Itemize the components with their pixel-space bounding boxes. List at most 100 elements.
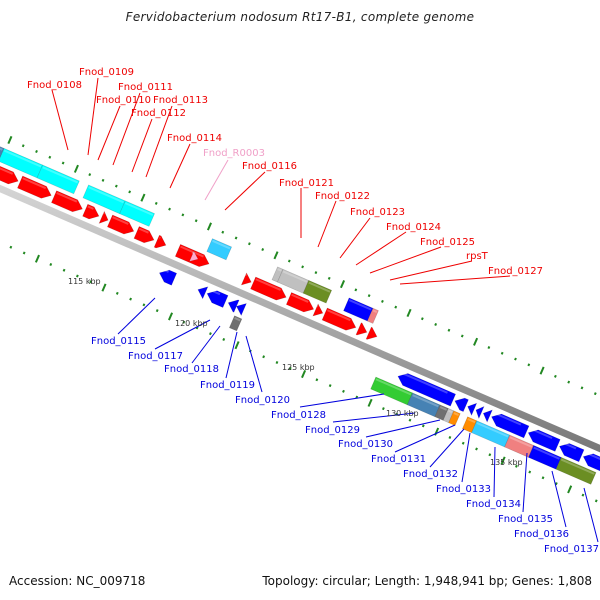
tick-minor [9, 245, 13, 249]
tick-minor [288, 366, 292, 370]
cds-forward-10 [250, 276, 287, 301]
tick-minor [128, 190, 132, 194]
backbone [0, 184, 600, 453]
tick-minor [262, 355, 266, 359]
tick-minor [287, 259, 291, 263]
feature-layer [0, 146, 600, 485]
tick-minor [21, 144, 25, 148]
cds-reverse-4 [236, 303, 247, 317]
gene-label-fnod-0127[interactable]: Fnod_0127 [488, 266, 543, 277]
gene-label-fnod-0137[interactable]: Fnod_0137 [544, 544, 599, 555]
tick-minor [554, 374, 557, 378]
cds-forward-4 [98, 210, 109, 224]
tick-minor [527, 363, 531, 367]
accession-text: Accession: NC_009718 [9, 574, 146, 588]
label-layer: Fnod_0108 Fnod_0109 Fnod_0110 Fnod_0111 … [27, 67, 599, 555]
cog-reverse-1-highlight [375, 378, 412, 396]
cds-reverse-7 [467, 402, 478, 416]
gene-label-fnod-0120[interactable]: Fnod_0120 [235, 395, 290, 406]
cog-forward-2-highlight [42, 166, 79, 184]
leader-forward-4 [131, 118, 153, 173]
cds-forward-9 [240, 272, 252, 286]
tick-major [73, 164, 79, 173]
gene-label-fnod-0122[interactable]: Fnod_0122 [315, 191, 370, 202]
tick-major [340, 280, 346, 289]
tick-minor [222, 337, 226, 341]
cog-reverse-2-highlight [412, 394, 439, 408]
tick-minor [354, 288, 358, 292]
tick-minor [89, 280, 93, 284]
gene-label-fnod-0135[interactable]: Fnod_0135 [498, 514, 553, 525]
tick-minor [447, 328, 451, 332]
cds-reverse-1 [197, 286, 209, 300]
gene-label-fnod-0117[interactable]: Fnod_0117 [128, 351, 183, 362]
gene-label-fnod-0114[interactable]: Fnod_0114 [167, 133, 222, 144]
cds-forward-0-highlight [0, 167, 14, 175]
gene-label-fnod-0123[interactable]: Fnod_0123 [350, 207, 405, 218]
tick-minor [209, 332, 212, 336]
cog-reverse-5-highlight [453, 412, 459, 416]
cog-forward-7-highlight [282, 270, 308, 283]
cds-reverse-5-highlight [400, 371, 448, 394]
tick-minor [381, 407, 385, 411]
gene-label-fnod-0112[interactable]: Fnod_0112 [131, 108, 186, 119]
tick-minor [580, 386, 584, 390]
gene-label-fnod-0119[interactable]: Fnod_0119 [200, 380, 255, 391]
gene-label-fnod-0115[interactable]: Fnod_0115 [91, 336, 146, 347]
gene-label-fnod-0125[interactable]: Fnod_0125 [420, 237, 475, 248]
gene-label-fnod-0128[interactable]: Fnod_0128 [271, 410, 326, 421]
gene-label-fnod-0121[interactable]: Fnod_0121 [279, 178, 334, 189]
cds-reverse-12 [559, 443, 585, 463]
scale-label-130kbp: 130 kbp [386, 409, 419, 418]
gene-label-fnod-0129[interactable]: Fnod_0129 [305, 425, 360, 436]
gene-label-fnod-0113[interactable]: Fnod_0113 [153, 95, 208, 106]
leader-forward-13 [369, 246, 442, 274]
cog-reverse-10 [555, 456, 597, 485]
cds-forward-6-highlight [138, 227, 149, 234]
tick-minor [448, 435, 452, 439]
cds-reverse-0 [158, 269, 178, 286]
tick-minor [420, 317, 424, 321]
gene-label-fnod-0118[interactable]: Fnod_0118 [164, 364, 219, 375]
cds-reverse-6 [454, 397, 469, 413]
gene-label-fnod-0132[interactable]: Fnod_0132 [403, 469, 458, 480]
tick-minor [181, 213, 185, 217]
gene-label-fnod-0133[interactable]: Fnod_0133 [436, 484, 491, 495]
cds-forward-7 [153, 234, 167, 249]
gene-label-fnod-0108[interactable]: Fnod_0108 [27, 80, 82, 91]
tick-minor [129, 297, 132, 301]
cog-forward-4-highlight [124, 202, 154, 216]
tick-minor [35, 150, 38, 154]
cds-forward-3-highlight [87, 205, 94, 210]
cds-forward-1 [17, 175, 52, 199]
gene-label-fnod-r0003[interactable]: Fnod_R0003 [203, 148, 265, 159]
gene-label-fnod-0109[interactable]: Fnod_0109 [79, 67, 134, 78]
cog-forward-3-highlight [88, 186, 124, 204]
topology-text: Topology: circular; Length: 1,948,941 bp… [262, 574, 592, 588]
scale-label-115kbp: 115 kbp [68, 277, 101, 286]
scale-label-125kbp: 125 kbp [282, 363, 315, 372]
tick-minor [567, 380, 571, 384]
gene-label-fnod-0111[interactable]: Fnod_0111 [118, 82, 173, 93]
cds-reverse-5 [397, 373, 456, 407]
tick-major [140, 193, 146, 202]
gene-label-fnod-0134[interactable]: Fnod_0134 [466, 499, 521, 510]
scale-label-135kbp: 135 kbp [490, 458, 523, 467]
gene-label-fnod-0124[interactable]: Fnod_0124 [386, 222, 441, 233]
gene-label-fnod-0116[interactable]: Fnod_0116 [242, 161, 297, 172]
gene-label-rpst[interactable]: rpsT [466, 251, 489, 262]
leader-reverse-14 [583, 487, 599, 543]
tick-minor [88, 173, 92, 177]
tick-major [34, 254, 40, 263]
map-title: Fervidobacterium nodosum Rt17-B1, comple… [125, 10, 475, 24]
cds-reverse-2 [206, 290, 229, 308]
gene-label-fnod-0136[interactable]: Fnod_0136 [514, 529, 569, 540]
gene-label-fnod-0130[interactable]: Fnod_0130 [338, 439, 393, 450]
tick-minor [434, 322, 438, 326]
tick-minor [261, 248, 265, 252]
tick-minor [314, 271, 318, 275]
gene-label-fnod-0131[interactable]: Fnod_0131 [371, 454, 426, 465]
cds-forward-15 [365, 326, 378, 340]
gene-label-fnod-0110[interactable]: Fnod_0110 [96, 95, 151, 106]
cog-forward-6-highlight [277, 268, 282, 272]
